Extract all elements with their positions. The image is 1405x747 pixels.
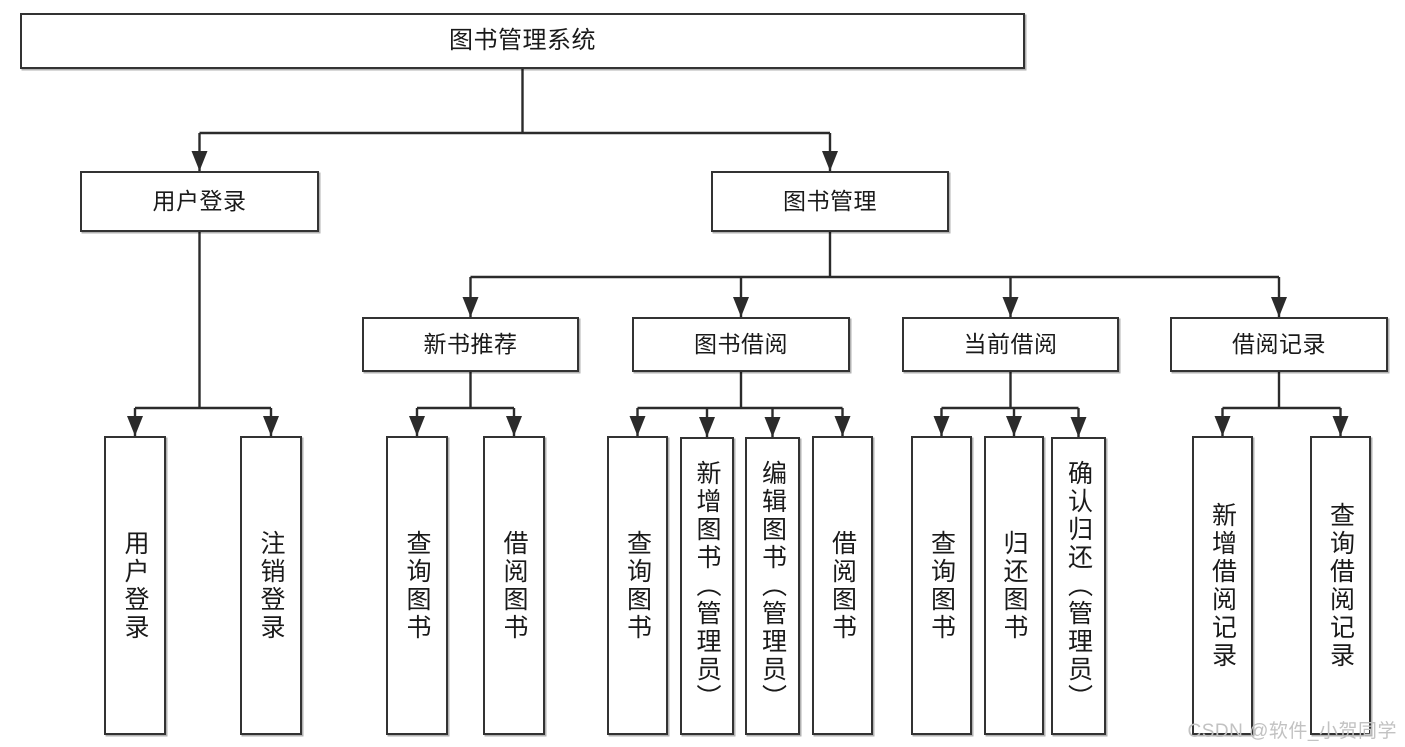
node-new-book-recommend[interactable]: 新书推荐 <box>362 317 579 372</box>
leaf-add-book-label: 新增图书（管理员） <box>693 460 721 712</box>
node-root[interactable]: 图书管理系统 <box>20 13 1025 69</box>
leaf-query-borrow-record[interactable]: 查询借阅记录 <box>1310 436 1371 735</box>
node-borrow-record-label: 借阅记录 <box>1232 330 1326 357</box>
node-book-borrow[interactable]: 图书借阅 <box>632 317 850 372</box>
leaf-query-book-2[interactable]: 查询图书 <box>607 436 668 735</box>
node-new-book-recommend-label: 新书推荐 <box>423 330 518 357</box>
csdn-watermark: CSDN @软件_小贺同学 <box>1187 721 1397 742</box>
node-current-borrow[interactable]: 当前借阅 <box>902 317 1119 372</box>
leaf-borrow-book-1[interactable]: 借阅图书 <box>483 436 545 735</box>
node-user-login-label: 用户登录 <box>152 187 247 214</box>
node-root-label: 图书管理系统 <box>449 26 596 54</box>
leaf-query-book-2-label: 查询图书 <box>623 529 652 642</box>
leaf-user-logout-label: 注销登录 <box>257 529 285 642</box>
leaf-user-login[interactable]: 用户登录 <box>104 436 166 735</box>
leaf-edit-book[interactable]: 编辑图书（管理员） <box>745 437 800 735</box>
leaf-edit-book-label: 编辑图书（管理员） <box>758 460 787 712</box>
leaf-query-borrow-record-label: 查询借阅记录 <box>1326 501 1355 670</box>
leaf-borrow-book-1-label: 借阅图书 <box>500 529 528 642</box>
node-book-borrow-label: 图书借阅 <box>694 330 788 357</box>
leaf-query-book-1-label: 查询图书 <box>403 529 431 642</box>
leaf-return-book-label: 归还图书 <box>1000 529 1028 642</box>
leaf-return-book[interactable]: 归还图书 <box>984 436 1044 735</box>
node-user-login[interactable]: 用户登录 <box>80 171 319 232</box>
leaf-confirm-return-label: 确认归还（管理员） <box>1064 460 1093 712</box>
node-book-manage[interactable]: 图书管理 <box>711 171 949 232</box>
leaf-borrow-book-2[interactable]: 借阅图书 <box>812 436 873 735</box>
node-borrow-record[interactable]: 借阅记录 <box>1170 317 1388 372</box>
leaf-add-borrow-record[interactable]: 新增借阅记录 <box>1192 436 1253 735</box>
node-current-borrow-label: 当前借阅 <box>963 330 1058 357</box>
leaf-confirm-return[interactable]: 确认归还（管理员） <box>1051 437 1106 735</box>
leaf-query-book-3-label: 查询图书 <box>927 529 956 642</box>
leaf-add-borrow-record-label: 新增借阅记录 <box>1208 501 1237 670</box>
leaf-query-book-1[interactable]: 查询图书 <box>386 436 448 735</box>
leaf-user-logout[interactable]: 注销登录 <box>240 436 302 735</box>
leaf-borrow-book-2-label: 借阅图书 <box>828 529 857 642</box>
node-book-manage-label: 图书管理 <box>783 187 877 214</box>
leaf-add-book[interactable]: 新增图书（管理员） <box>680 437 734 735</box>
leaf-user-login-label: 用户登录 <box>121 529 149 642</box>
leaf-query-book-3[interactable]: 查询图书 <box>911 436 972 735</box>
